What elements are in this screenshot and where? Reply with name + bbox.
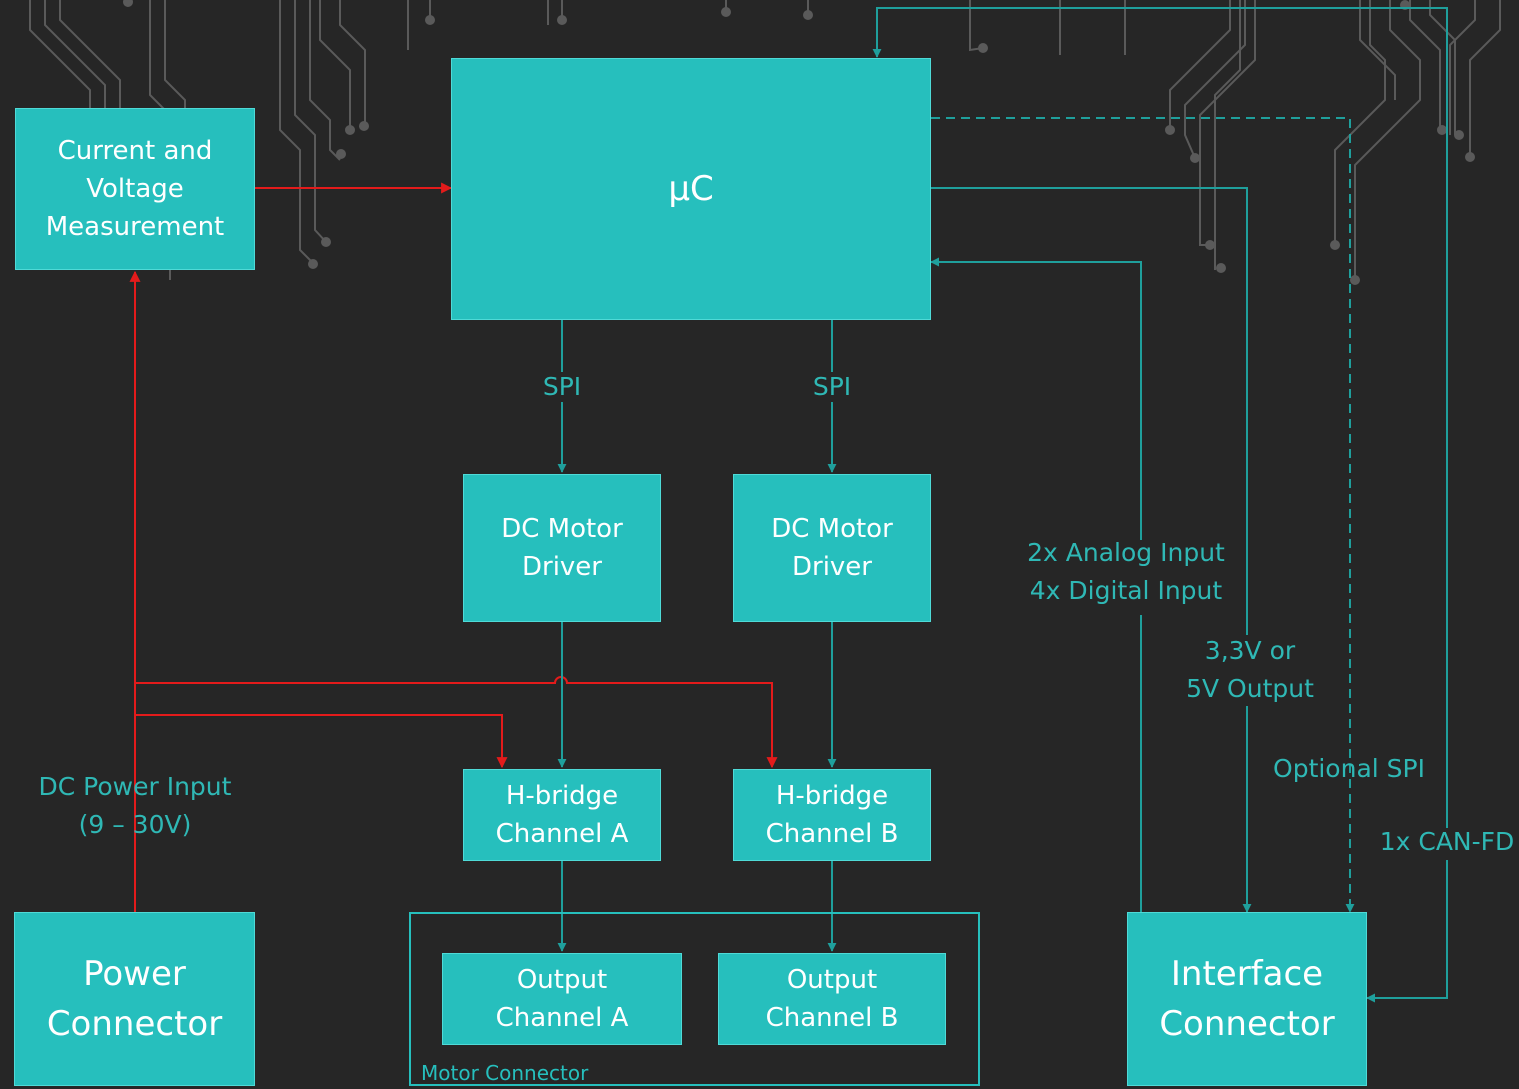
h-bridge-channel-a-block: H-bridge Channel A (463, 769, 661, 861)
circuit-via-decoration (123, 0, 1475, 285)
motor-connector-frame (409, 912, 980, 1086)
optional-spi-label: Optional SPI (1273, 754, 1425, 783)
dc-power-input-label: DC Power Input (9 – 30V) (38, 772, 232, 839)
spi-label-a: SPI (542, 372, 582, 401)
power-connector-block: Power Connector (14, 912, 255, 1086)
output-channel-a-block: Output Channel A (442, 953, 682, 1045)
circuit-trace-decoration (29, 0, 1501, 280)
dc-motor-driver-a-label: DC Motor Driver (501, 514, 623, 582)
dc-motor-driver-a-block: DC Motor Driver (463, 474, 661, 622)
motor-connector-label: Motor Connector (421, 1061, 589, 1085)
output-channel-b-block: Output Channel B (718, 953, 946, 1045)
output-channel-a-label: Output Channel A (495, 965, 629, 1033)
h-bridge-channel-b-label: H-bridge Channel B (765, 781, 899, 849)
spi-label-b: SPI (812, 372, 852, 401)
analog-digital-input-label: 2x Analog Input 4x Digital Input (1027, 538, 1225, 605)
current-voltage-measurement-label: Current and Voltage Measurement (45, 136, 225, 242)
current-voltage-measurement-block: Current and Voltage Measurement (15, 108, 255, 270)
voltage-output-label: 3,3V or 5V Output (1186, 636, 1314, 703)
dc-motor-driver-b-block: DC Motor Driver (733, 474, 931, 622)
h-bridge-channel-a-label: H-bridge Channel A (495, 781, 629, 849)
can-fd-label: 1x CAN-FD (1379, 827, 1515, 856)
dc-motor-driver-b-label: DC Motor Driver (771, 514, 893, 582)
signal-wiring (557, 7, 1448, 1003)
microcontroller-label: µC (668, 169, 714, 209)
microcontroller-block: µC (451, 58, 931, 320)
interface-connector-block: Interface Connector (1127, 912, 1367, 1086)
output-channel-b-label: Output Channel B (765, 965, 899, 1033)
power-connector-label: Power Connector (46, 954, 223, 1044)
h-bridge-channel-b-block: H-bridge Channel B (733, 769, 931, 861)
interface-connector-label: Interface Connector (1159, 954, 1335, 1044)
